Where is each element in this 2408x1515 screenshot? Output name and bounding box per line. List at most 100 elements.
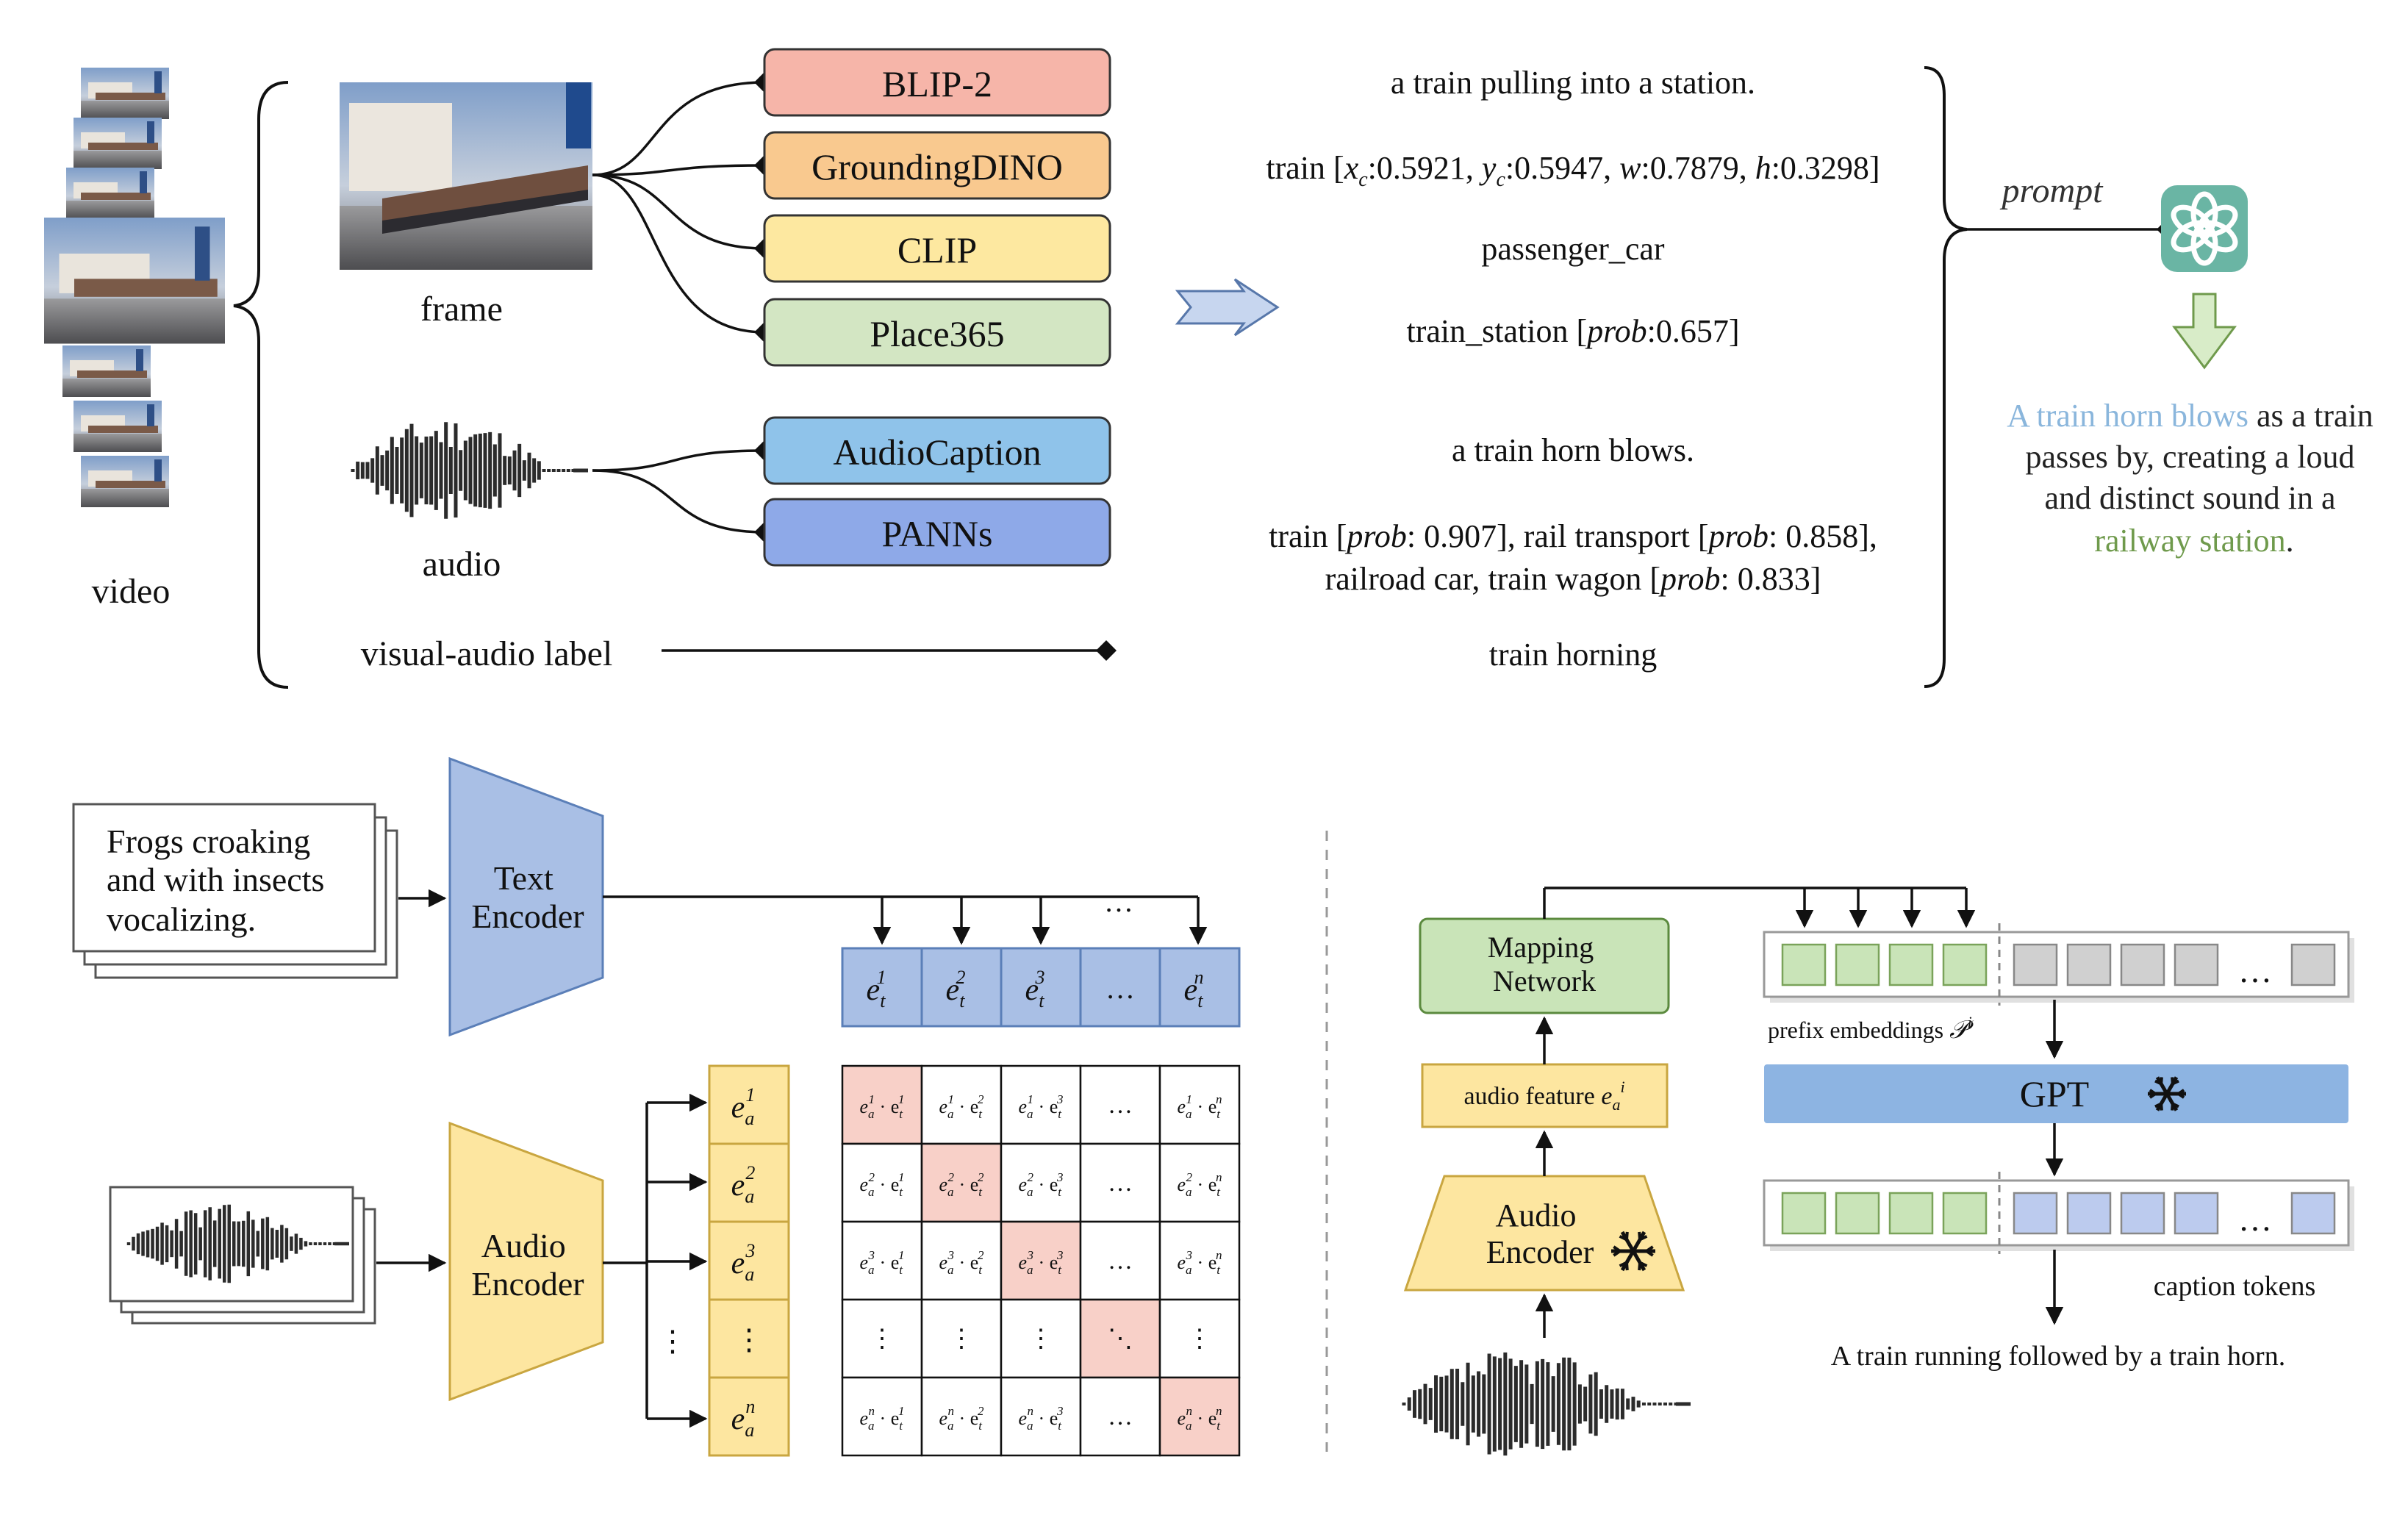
matrix-cell: [1079, 1142, 1161, 1223]
matrix-cell: [841, 1220, 923, 1301]
audio-encoder-label: Audio Encoder: [471, 1227, 584, 1303]
matrix-cell: [920, 1220, 1003, 1301]
matrix-product-label: ea1 · etn: [1178, 1092, 1222, 1121]
summary-seg-0: A train horn blows: [2007, 398, 2248, 434]
prefix-token: [1942, 943, 1988, 986]
model-boxes: BLIP-2 GroundingDINO CLIP Place365 Audio…: [763, 48, 1111, 567]
visual-audio-label: visual-audio label: [361, 634, 613, 673]
matrix-product-label: ea2 · et1: [860, 1170, 905, 1199]
model-outputs: a train pulling into a station. train [x…: [1266, 65, 1880, 673]
audio-embedding-cell: [708, 1142, 790, 1223]
summary-seg-3: .: [2286, 523, 2294, 559]
video-frame-stack: [44, 68, 225, 507]
panns-prob1: prob: [1344, 518, 1407, 554]
model-box-place365: [763, 298, 1111, 367]
frozen-audio-encoder-label: Audio Encoder: [1486, 1197, 1594, 1270]
audio-encoder: [448, 1121, 604, 1402]
audio-encoder-line-1: Audio: [481, 1227, 566, 1264]
audio-embedding-label: ean: [731, 1396, 756, 1441]
matrix-product-label: ea1 · et1: [860, 1092, 905, 1121]
summary-text: A train horn blows as a train passes by,…: [2007, 398, 2382, 559]
matrix-product-label: ea1 · et3: [1019, 1092, 1064, 1121]
text-fanout: [603, 895, 1208, 945]
audio-feature-text: audio feature: [1463, 1083, 1594, 1110]
audio-embedding-cell: [708, 1376, 790, 1457]
audio-encoder-line-2: Encoder: [471, 1265, 584, 1303]
sequence-token: [2013, 1192, 2058, 1235]
sequence-token: [2066, 943, 2112, 986]
audio-embedding-label: ea2: [731, 1162, 756, 1207]
audio-feature-label: audio feature eai: [1463, 1078, 1624, 1114]
matrix-product-label: ea3 · etn: [1178, 1248, 1222, 1277]
matrix-cell: [1158, 1220, 1241, 1301]
text-embedding-label: et1: [867, 967, 886, 1011]
gpt-block: [1764, 1064, 2348, 1123]
audio-doc-stack: [109, 1186, 376, 1325]
mapping-to-prefix: [1543, 887, 1976, 928]
input-audio-waveform: [1402, 1352, 1691, 1456]
prefix-token: [1888, 943, 1934, 986]
sequence-token: [2120, 943, 2165, 986]
caption-tokens-label: caption tokens: [2154, 1271, 2316, 1302]
sequence-token: [2290, 1192, 2336, 1235]
text-embedding-cell: [1079, 947, 1161, 1028]
down-arrow-green: [2172, 293, 2237, 370]
mapping-line-1: Mapping: [1488, 931, 1594, 964]
model-box-groundingdino: [763, 131, 1111, 200]
text-doc-stack: Frogs croaking and with insects vocalizi…: [72, 803, 398, 979]
matrix-cell: [920, 1064, 1003, 1145]
prefix-token: [1835, 1192, 1880, 1235]
matrix-diagonal-cell: [1158, 1376, 1241, 1457]
model-audiocaption-label: AudioCaption: [833, 431, 1041, 473]
text-encoder-line-1: Text: [494, 859, 553, 897]
right-brace: [1924, 66, 1968, 688]
sequence-token: [2066, 1192, 2112, 1235]
model-groundingdino-label: GroundingDINO: [811, 146, 1063, 187]
model-panns-label: PANNs: [881, 513, 992, 554]
matrix-product-label: ea3 · et3: [1019, 1248, 1064, 1277]
mapping-network-label: Mapping Network: [1488, 931, 1601, 998]
frame-connectors: [592, 72, 775, 343]
text-embedding-cell: [920, 947, 1003, 1028]
place-val: :0.657]: [1647, 313, 1740, 349]
output-audiocaption: a train horn blows.: [1452, 432, 1694, 468]
matrix-ellipsis: ⋮: [949, 1325, 974, 1353]
matrix-product-label: ea1 · et2: [939, 1092, 984, 1121]
matrix-product-label: ean · etn: [1178, 1404, 1222, 1433]
fanout-ellipsis: …: [1104, 885, 1133, 918]
frozen-encoder-line-2: Encoder: [1486, 1234, 1594, 1270]
matrix-ellipsis: …: [1108, 1403, 1133, 1430]
summary-seg-2: railway station: [2094, 523, 2285, 559]
audio-embedding-vdots: ⋮: [734, 1323, 764, 1356]
matrix-product-label: ean · et1: [860, 1404, 905, 1433]
panns-prob3: prob: [1658, 561, 1721, 597]
panns-l1b: : 0.907], rail transport [: [1407, 518, 1709, 554]
frozen-audio-encoder: [1403, 1175, 1685, 1292]
token-ellipsis: …: [2238, 952, 2272, 989]
caption-token-bar: …: [1763, 1172, 2354, 1254]
matrix-ellipsis: ⋮: [1028, 1325, 1053, 1353]
similarity-matrix: ea1 · et1 ea1 · et2 ea1 · et3 … ea1 · etn ea2…: [841, 1064, 1241, 1457]
frame-label: frame: [420, 290, 503, 329]
model-place365-label: Place365: [870, 313, 1004, 354]
text-doc-caption: Frogs croaking and with insects vocalizi…: [107, 823, 333, 938]
frame-image: [340, 82, 592, 270]
matrix-product-label: ea2 · etn: [1178, 1170, 1222, 1199]
text-embedding-cell: [1158, 947, 1241, 1028]
prefix-embeddings-label: prefix embeddings 𝒫i: [1768, 1013, 1974, 1044]
audio-embedding-label: ea1: [731, 1084, 756, 1129]
big-arrow: [1175, 278, 1280, 337]
matrix-cell: [1000, 1064, 1082, 1145]
audio-embedding-cell: [708, 1220, 790, 1301]
text-encoder-line-2: Encoder: [471, 898, 584, 935]
token-ellipsis: …: [2238, 1200, 2272, 1238]
matrix-diagonal-cell: [1079, 1298, 1161, 1379]
matrix-ellipsis: …: [1108, 1247, 1133, 1275]
output-va-label: train horning: [1489, 637, 1658, 673]
matrix-ellipsis: ⋱: [1108, 1325, 1133, 1353]
audio-embedding-cell: [708, 1064, 790, 1145]
matrix-cell: [1000, 1142, 1082, 1223]
model-clip-label: CLIP: [897, 229, 977, 271]
prompt-label: prompt: [2000, 171, 2104, 210]
generated-caption: A train running followed by a train horn…: [1831, 1341, 2285, 1372]
